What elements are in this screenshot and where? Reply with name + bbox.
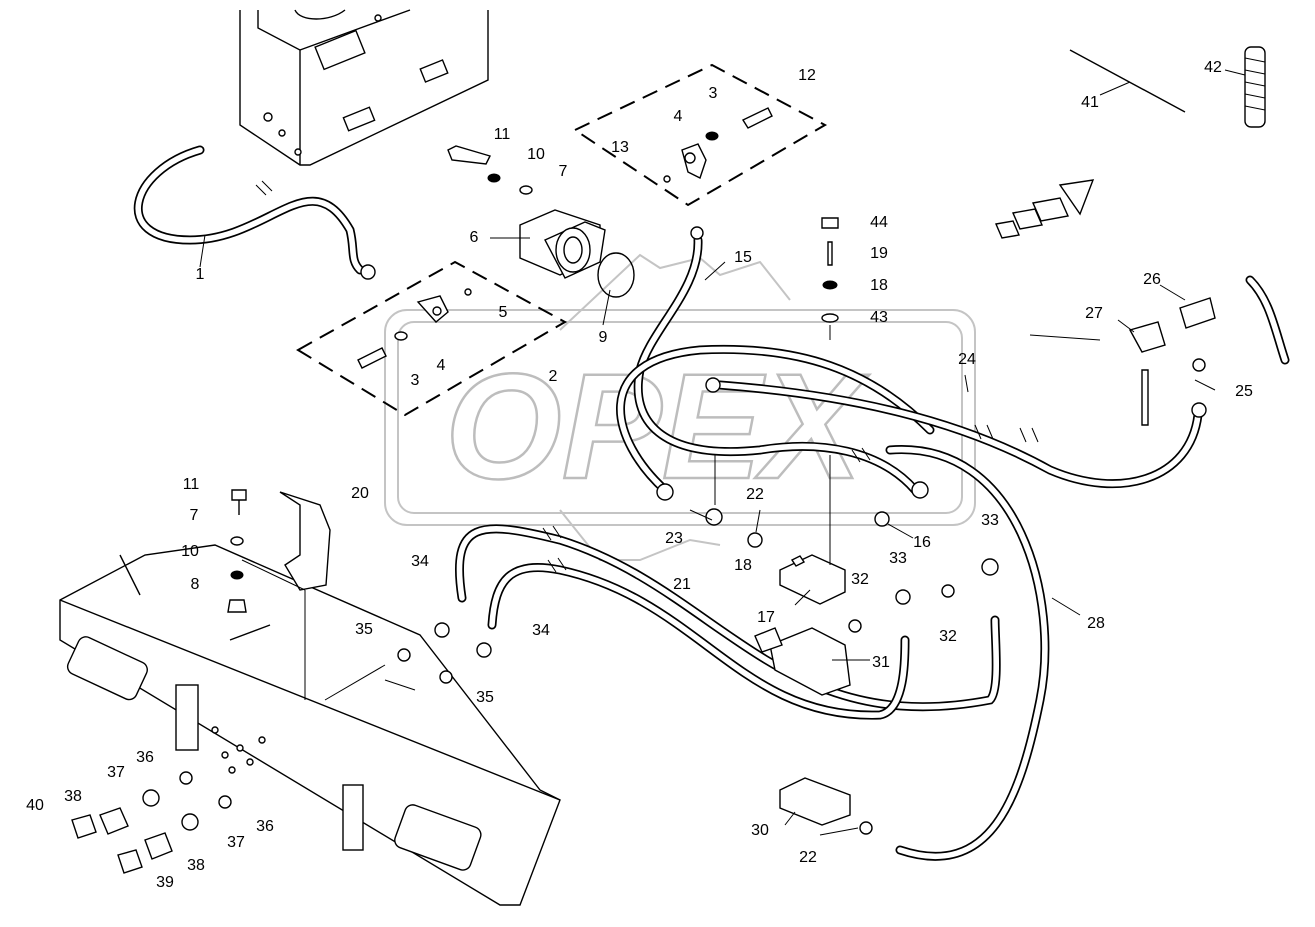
label-36a: 36: [136, 749, 154, 766]
label-2: 2: [549, 368, 558, 385]
hose-28: [885, 445, 1050, 861]
label-32b: 32: [939, 628, 957, 645]
label-11a: 11: [494, 126, 511, 143]
label-24: 24: [958, 351, 976, 368]
label-33b: 33: [889, 550, 907, 567]
label-10b: 10: [181, 543, 199, 560]
label-27: 27: [1085, 305, 1103, 322]
label-22b: 22: [799, 849, 817, 866]
label-4b: 4: [437, 357, 446, 374]
oring-5: [464, 288, 472, 296]
cable-tie-41: [1069, 49, 1186, 113]
label-30: 30: [751, 822, 769, 839]
hose-34-outer: [454, 524, 1001, 712]
label-3a: 3: [709, 85, 718, 102]
label-26: 26: [1143, 271, 1161, 288]
hose-1: [133, 145, 365, 275]
leader-lines: [199, 69, 1246, 836]
label-5: 5: [499, 304, 508, 321]
label-39: 39: [156, 874, 174, 891]
label-41: 41: [1081, 94, 1099, 111]
label-34a: 34: [411, 553, 429, 570]
break-marks: [255, 180, 1039, 573]
label-18a: 18: [870, 277, 888, 294]
o-ring-9: [597, 252, 635, 298]
label-7b: 7: [190, 507, 199, 524]
direction-arrow: [995, 179, 1095, 239]
label-15: 15: [734, 249, 752, 266]
spiral-guard-42: [1244, 46, 1266, 128]
label-19: 19: [870, 245, 888, 262]
label-42: 42: [1204, 59, 1222, 76]
label-12: 12: [798, 67, 816, 84]
elbow-fitting-2: [416, 295, 449, 323]
label-37b: 37: [227, 834, 245, 851]
label-10a: 10: [527, 146, 545, 163]
stack-44-19-18-43: [821, 217, 839, 340]
bracket-20: [279, 491, 331, 591]
frame-crossmember: [59, 544, 561, 906]
kit-box-12: [572, 63, 828, 207]
fittings: [360, 226, 1207, 835]
hose-16: [616, 344, 935, 495]
washer-7-top: [519, 185, 533, 195]
label-17: 17: [757, 609, 775, 626]
label-23: 23: [665, 530, 683, 547]
label-21: 21: [673, 576, 691, 593]
label-40: 40: [26, 797, 44, 814]
part-labels: 1 2 3 3 4 4 5 6 7 7 8 9 10 10 11 11 12 1…: [26, 59, 1253, 891]
label-25: 25: [1235, 383, 1253, 400]
kit-box-2: [296, 260, 568, 417]
label-9: 9: [599, 329, 608, 346]
label-44: 44: [870, 214, 888, 231]
label-6: 6: [470, 229, 479, 246]
elbow-fitting-12: [681, 143, 707, 179]
hydraulic-pump: [519, 209, 606, 279]
label-8: 8: [191, 576, 200, 593]
bolt-3-bottom: [357, 347, 387, 369]
label-11b: 11: [183, 476, 200, 493]
label-38b: 38: [187, 857, 205, 874]
label-38a: 38: [64, 788, 82, 805]
washer-4-top: [705, 131, 719, 141]
label-36b: 36: [256, 818, 274, 835]
valve-block-31: [754, 627, 851, 696]
label-35a: 35: [355, 621, 373, 638]
label-35b: 35: [476, 689, 494, 706]
bracket-27-tee-26: [1128, 297, 1216, 426]
washer-10-top: [487, 173, 501, 183]
bolt-11-top: [447, 145, 492, 165]
washer-4-bottom: [394, 331, 408, 341]
label-43: 43: [870, 309, 888, 326]
label-7a: 7: [559, 163, 568, 180]
label-37a: 37: [107, 764, 125, 781]
hose-24: [715, 380, 1203, 489]
label-33a: 33: [981, 512, 999, 529]
stack-11-7-10-8: [227, 489, 247, 613]
valve-block-30: [779, 777, 851, 826]
label-32a: 32: [851, 571, 869, 588]
label-4a: 4: [674, 108, 683, 125]
label-31: 31: [872, 654, 890, 671]
valve-block-17: [779, 554, 846, 605]
label-1: 1: [196, 266, 205, 283]
hose-34-inner: [487, 562, 910, 720]
oring-13: [663, 175, 671, 183]
label-22a: 22: [746, 486, 764, 503]
hose-15: [633, 235, 920, 495]
couplers-36-40: [71, 771, 232, 874]
bolt-3-top: [741, 107, 773, 129]
label-18b: 18: [734, 557, 752, 574]
label-20: 20: [351, 485, 369, 502]
machine-housing: [239, 9, 489, 166]
label-28: 28: [1087, 615, 1105, 632]
label-13: 13: [611, 139, 629, 156]
label-3b: 3: [411, 372, 420, 389]
label-16: 16: [913, 534, 931, 551]
hose-right-upper: [1245, 275, 1290, 365]
label-34b: 34: [532, 622, 550, 639]
